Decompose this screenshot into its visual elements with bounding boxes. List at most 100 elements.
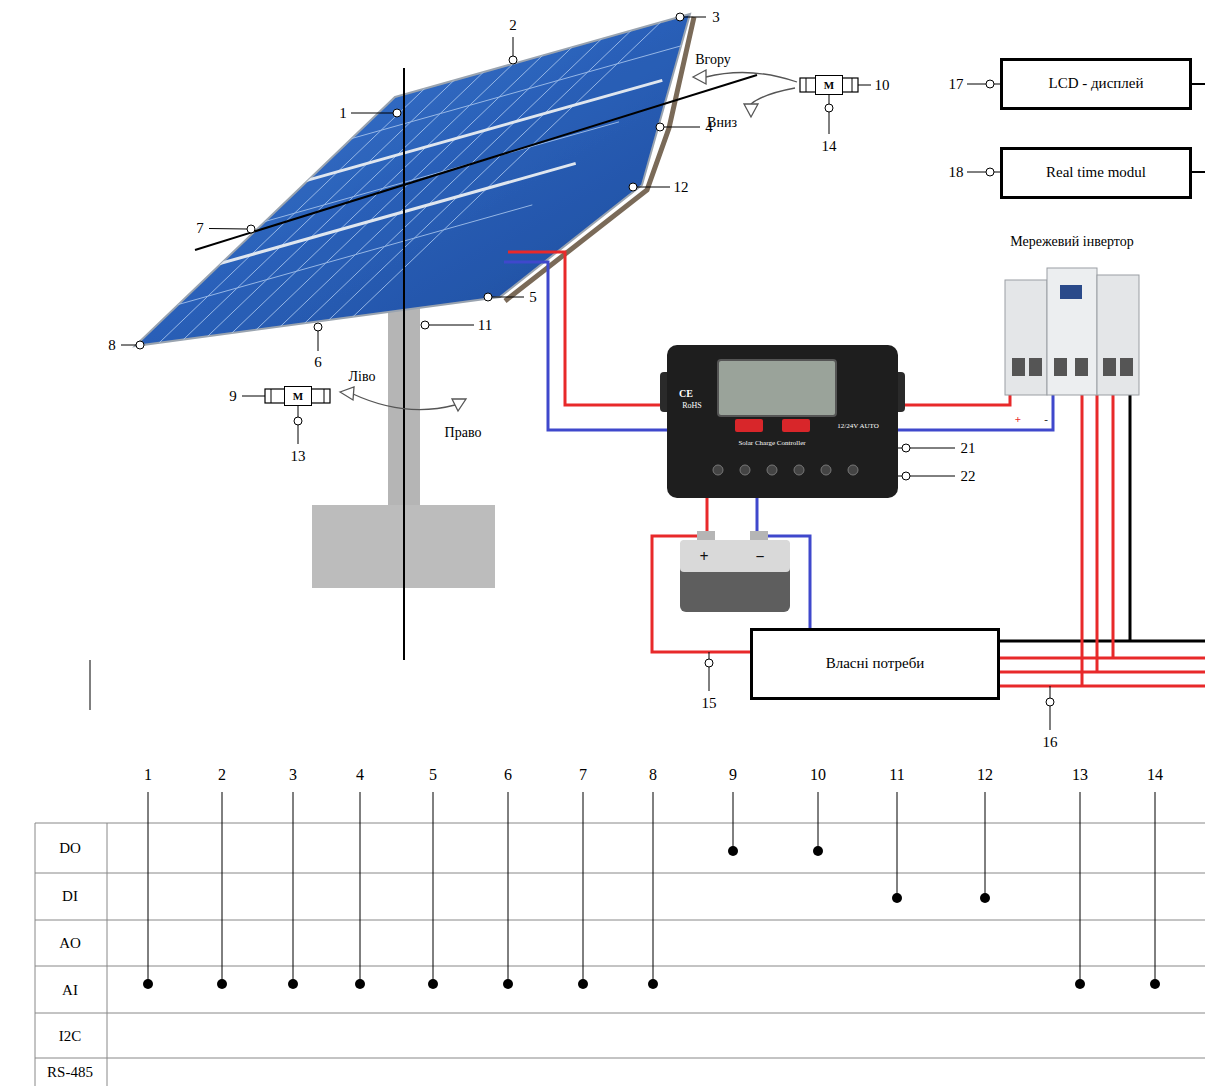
inverter-vent xyxy=(1075,358,1088,376)
node-text: Власні потреби xyxy=(826,655,925,672)
table-header: 2 xyxy=(218,767,226,783)
arrow-head xyxy=(693,70,706,84)
table-header: 3 xyxy=(289,767,297,783)
leader-line xyxy=(351,113,393,114)
table-rule xyxy=(35,823,1205,824)
table-header: 9 xyxy=(729,767,737,783)
marking-text: RoHS xyxy=(682,402,702,410)
table-rule xyxy=(107,823,108,1086)
callout-number: 2 xyxy=(509,18,517,33)
axis-line xyxy=(403,68,405,660)
callout-number: 12 xyxy=(674,180,689,195)
signal-dot xyxy=(980,893,990,903)
signal-dot xyxy=(728,846,738,856)
leader-line xyxy=(898,476,902,477)
sensor-point xyxy=(902,472,910,480)
callout-number: 21 xyxy=(961,441,976,456)
cell-line xyxy=(264,14,628,363)
sensor-point xyxy=(136,341,144,349)
inverter-vent xyxy=(1054,358,1067,376)
sensor-point xyxy=(902,444,910,452)
leader-line xyxy=(829,112,830,134)
sensor-point xyxy=(986,80,994,88)
inverter-vent xyxy=(1120,358,1133,376)
direction-label: Ліво xyxy=(349,370,376,384)
table-header: 1 xyxy=(144,767,152,783)
signal-link xyxy=(583,792,584,984)
table-grid xyxy=(35,823,1205,1086)
marking-text: CE xyxy=(679,389,693,399)
inverter-vent xyxy=(1029,358,1042,376)
signal-link xyxy=(293,792,294,984)
leader-line xyxy=(967,172,986,173)
callout-number: 18 xyxy=(949,165,964,180)
row-label: RS-485 xyxy=(47,1065,93,1080)
inverter-cabinet xyxy=(1097,275,1139,395)
signal-dots xyxy=(143,846,1160,989)
motor-tick xyxy=(852,78,853,92)
signal-link xyxy=(818,792,819,851)
signal-links xyxy=(148,792,1155,984)
table-header: 7 xyxy=(579,767,587,783)
phase-wire xyxy=(1112,395,1115,658)
callout-number: 13 xyxy=(291,449,306,464)
phase-wire xyxy=(1000,685,1205,688)
battery xyxy=(680,540,790,612)
clock-module-box: Real time modul xyxy=(1000,147,1192,199)
leader-line xyxy=(121,345,136,346)
direction-label: Право xyxy=(445,426,482,440)
sensor-point xyxy=(656,123,664,131)
direction-label: Вгору xyxy=(695,53,731,67)
arrow-head xyxy=(452,399,466,411)
inverter-cabinet xyxy=(1047,268,1097,395)
leader-line xyxy=(318,331,319,351)
signal-dot xyxy=(1075,979,1085,989)
inverter-vent xyxy=(1012,358,1025,376)
signal-dot xyxy=(1150,979,1160,989)
signal-link xyxy=(222,792,223,984)
cell-line xyxy=(87,64,451,413)
motor-tick xyxy=(806,78,807,92)
negative-wire xyxy=(756,498,759,531)
leader-line xyxy=(637,187,670,188)
signal-link xyxy=(733,792,734,851)
callout-number: 3 xyxy=(712,10,720,25)
sensor-point xyxy=(314,323,322,331)
phase-wire xyxy=(1096,395,1099,672)
callout-number: 5 xyxy=(529,290,537,305)
signal-dot xyxy=(428,979,438,989)
arrow-head xyxy=(744,104,758,117)
signal-dot xyxy=(648,979,658,989)
callout-number: 8 xyxy=(108,338,116,353)
sensor-point xyxy=(1046,698,1054,706)
node-text: M xyxy=(824,79,834,92)
negative-wire xyxy=(898,395,1053,430)
node-text: Real time modul xyxy=(1046,164,1146,181)
sensor-point xyxy=(705,659,713,667)
motor-tick xyxy=(271,389,272,403)
battery-terminal xyxy=(750,531,768,541)
cell-line xyxy=(234,22,598,371)
controller-button xyxy=(735,419,763,432)
sensor-points xyxy=(136,13,1054,706)
sensor-point xyxy=(986,168,994,176)
leader-line xyxy=(967,84,986,85)
callout-number: 17 xyxy=(949,77,964,92)
panel-cells xyxy=(87,0,706,412)
sensor-point xyxy=(629,183,637,191)
terminal-sign: + xyxy=(1015,414,1021,425)
sensor-point xyxy=(825,104,833,112)
signal-dot xyxy=(288,979,298,989)
terminal-screw xyxy=(740,465,750,475)
leader-line xyxy=(298,425,299,444)
sensor-point xyxy=(484,293,492,301)
callout-number: 15 xyxy=(702,696,717,711)
cell-line xyxy=(146,47,510,396)
bus-line xyxy=(1192,171,1205,173)
leader-line xyxy=(709,652,710,659)
table-header: 12 xyxy=(977,767,993,783)
direction-arrow xyxy=(751,88,795,104)
signal-dot xyxy=(892,893,902,903)
signal-dot xyxy=(578,979,588,989)
motor-housing xyxy=(800,78,858,92)
